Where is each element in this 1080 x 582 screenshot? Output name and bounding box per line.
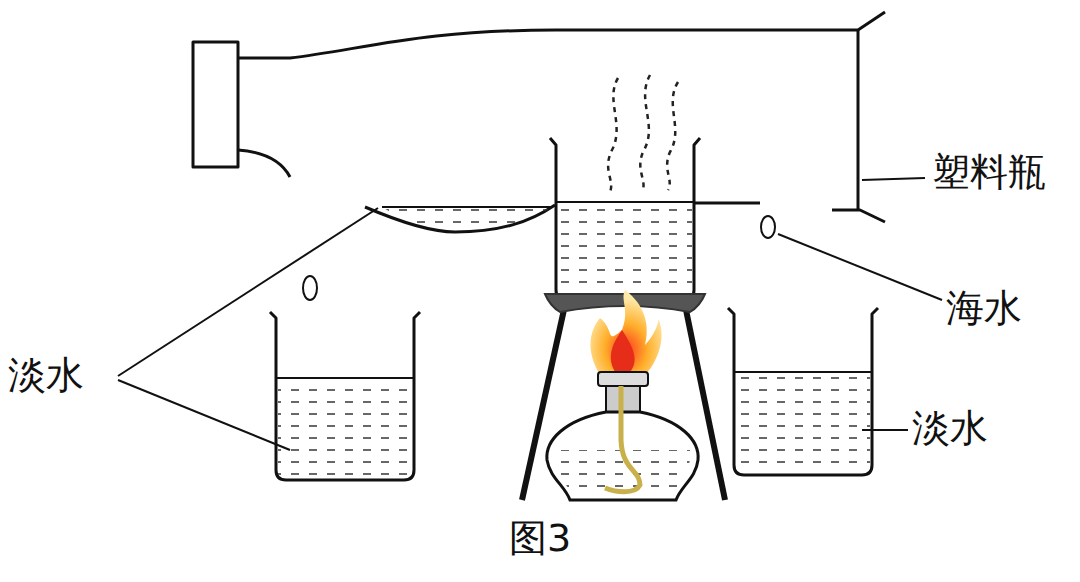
figure-caption: 图3 bbox=[509, 518, 571, 560]
right-beaker bbox=[728, 308, 878, 475]
fresh-water-left bbox=[278, 380, 412, 478]
part-label: 塑料瓶 bbox=[932, 152, 1046, 194]
lamp-collar bbox=[598, 372, 648, 386]
bottle-top bbox=[238, 12, 885, 58]
leader-line bbox=[862, 178, 925, 180]
steam bbox=[608, 78, 618, 192]
part-label: 海水 bbox=[946, 288, 1022, 330]
bottle-neck-bottom bbox=[238, 150, 290, 177]
fresh-water-in-bottle bbox=[382, 207, 552, 230]
fresh-water-right bbox=[736, 374, 870, 473]
bottle-bottom bbox=[695, 202, 760, 205]
leader-line bbox=[862, 429, 908, 431]
steam bbox=[640, 75, 650, 192]
bottle-opening bbox=[857, 30, 860, 210]
bottle-dent bbox=[365, 205, 555, 232]
wick bbox=[605, 386, 640, 492]
part-label: 淡水 bbox=[912, 408, 988, 450]
sea-water bbox=[558, 202, 692, 298]
leader-line bbox=[778, 234, 942, 300]
water-drop bbox=[761, 216, 775, 238]
part-label: 淡水 bbox=[8, 355, 84, 397]
steam bbox=[667, 82, 678, 190]
leader-line bbox=[118, 380, 290, 450]
bottle-rim bbox=[832, 210, 885, 222]
leader-line bbox=[118, 208, 378, 376]
water-drop bbox=[303, 276, 317, 300]
bottle-cap bbox=[193, 42, 238, 167]
flame-core bbox=[611, 330, 635, 372]
flame bbox=[591, 290, 662, 375]
heated-beaker bbox=[550, 138, 700, 300]
left-beaker bbox=[270, 312, 420, 480]
